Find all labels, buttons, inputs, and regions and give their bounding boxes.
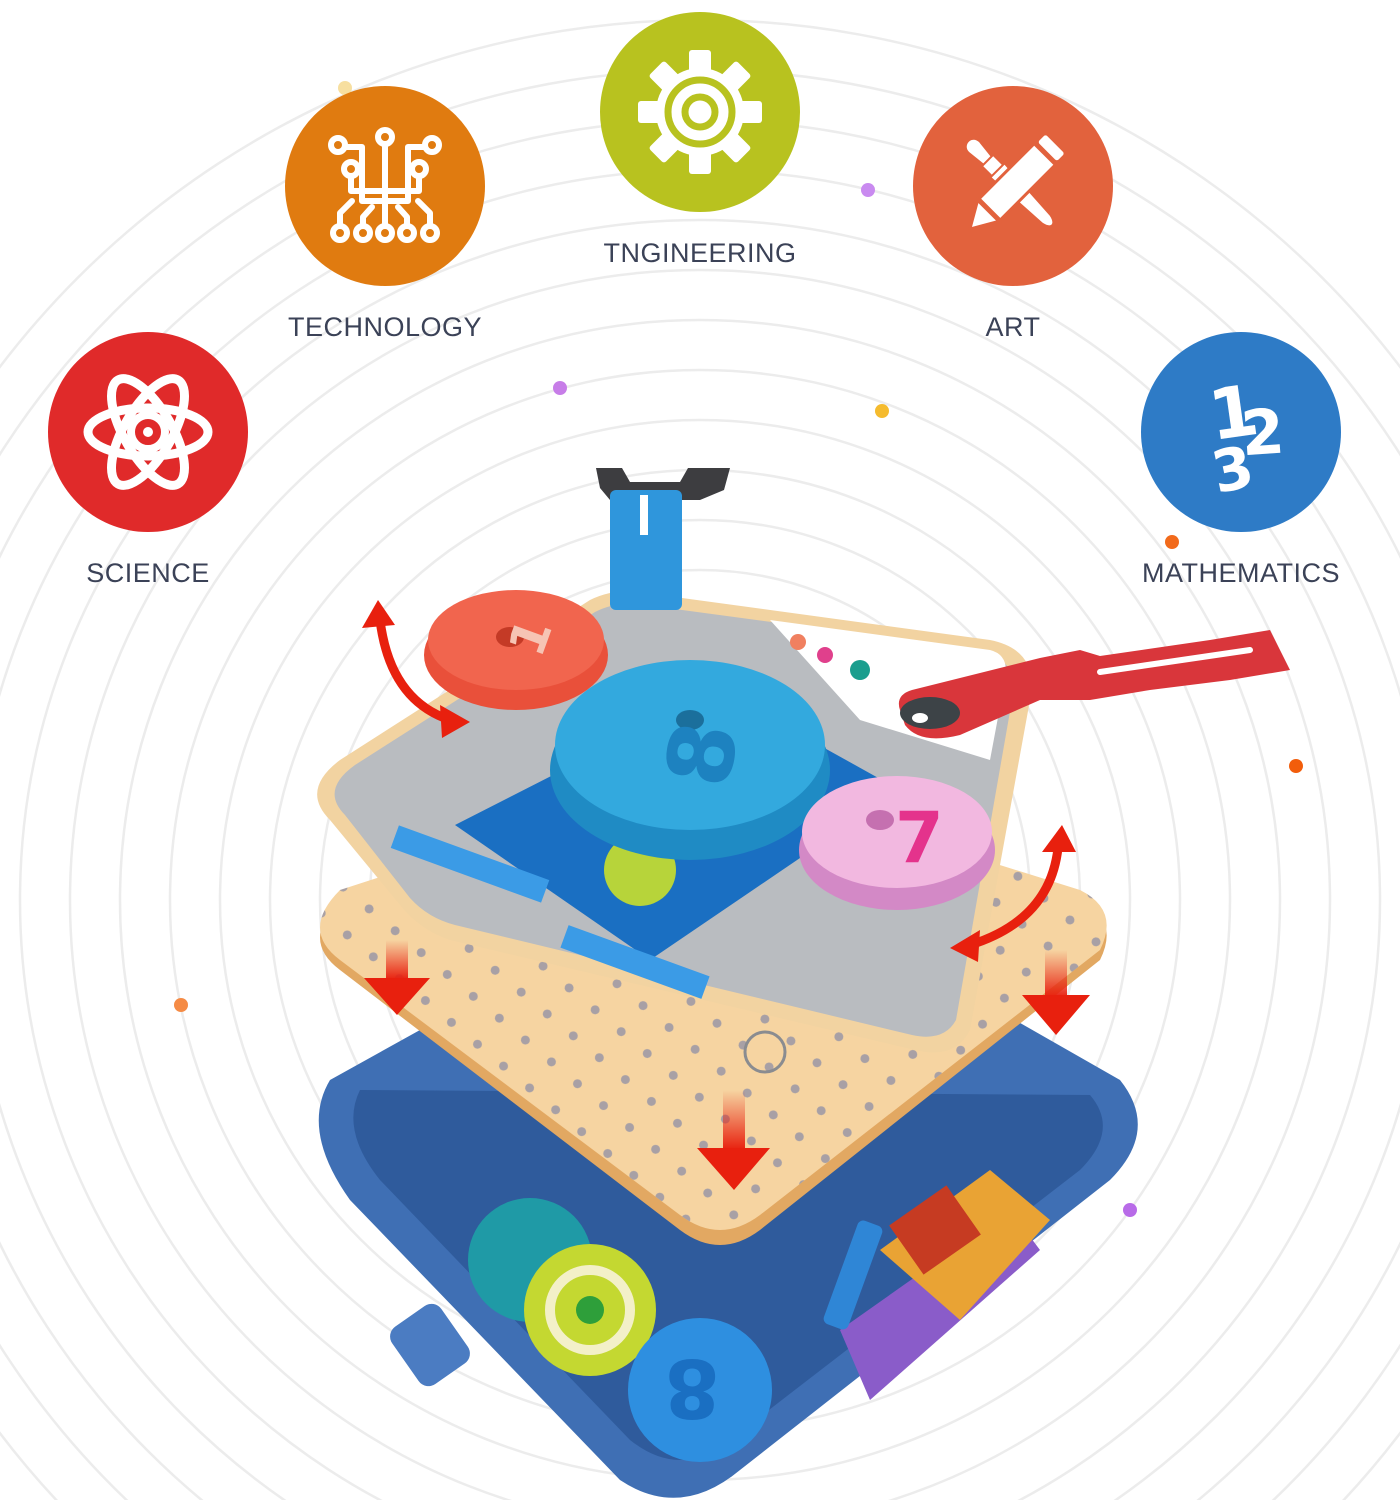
- svg-text:8: 8: [664, 1341, 720, 1434]
- confetti-dot: [1123, 1203, 1137, 1217]
- confetti-dot: [1289, 759, 1303, 773]
- confetti-dot: [1165, 535, 1179, 549]
- storage-tray: 8: [318, 994, 1138, 1498]
- tray-gear-blue: 8: [628, 1318, 772, 1462]
- mathematics-badge: 1 2 3: [1141, 332, 1341, 532]
- tray-robot-card: [880, 1170, 1050, 1320]
- confetti-dot: [174, 998, 188, 1012]
- technology-badge: [285, 86, 485, 286]
- pencil-brush-icon: [966, 132, 1067, 232]
- confetti-dot: [875, 404, 889, 418]
- blue-lever-piece: [596, 468, 730, 610]
- gear-icon: [638, 50, 762, 174]
- red-gear-1: 1: [424, 590, 608, 710]
- circuit-icon: [328, 127, 442, 243]
- subject-engineering: TNGINEERING: [595, 12, 805, 269]
- numbers-123-icon: 1 2 3: [1204, 369, 1287, 502]
- arrow-heads: [362, 600, 1076, 962]
- tray-gear-yellow: [524, 1244, 656, 1376]
- science-badge: [48, 332, 248, 532]
- subject-label: SCIENCE: [86, 558, 210, 588]
- svg-text:2: 2: [1239, 394, 1287, 470]
- down-arrows: [364, 940, 1090, 1190]
- pink-gear-7: 7: [799, 776, 995, 910]
- svg-text:1: 1: [1204, 369, 1264, 457]
- subject-label: TNGINEERING: [603, 238, 797, 268]
- confetti-dot: [861, 183, 875, 197]
- confetti-dot: [553, 381, 567, 395]
- subject-art: ART: [908, 86, 1118, 343]
- subject-label: ART: [985, 312, 1041, 342]
- subject-label: TECHNOLOGY: [287, 312, 483, 342]
- subject-technology: TECHNOLOGY: [280, 86, 490, 343]
- blue-gear-8: 8: [550, 660, 830, 860]
- rotation-arrows: [375, 615, 1063, 950]
- subject-science: SCIENCE: [43, 332, 253, 589]
- atom-icon: [83, 374, 213, 490]
- confetti-dot: [338, 81, 352, 95]
- art-badge: [913, 86, 1113, 286]
- red-lever-piece: [898, 630, 1290, 739]
- svg-text:7: 7: [895, 797, 944, 879]
- engineering-badge: [600, 12, 800, 212]
- subject-label: MATHEMATICS: [1142, 558, 1340, 588]
- subject-mathematics: 1 2 3 MATHEMATICS: [1136, 332, 1346, 589]
